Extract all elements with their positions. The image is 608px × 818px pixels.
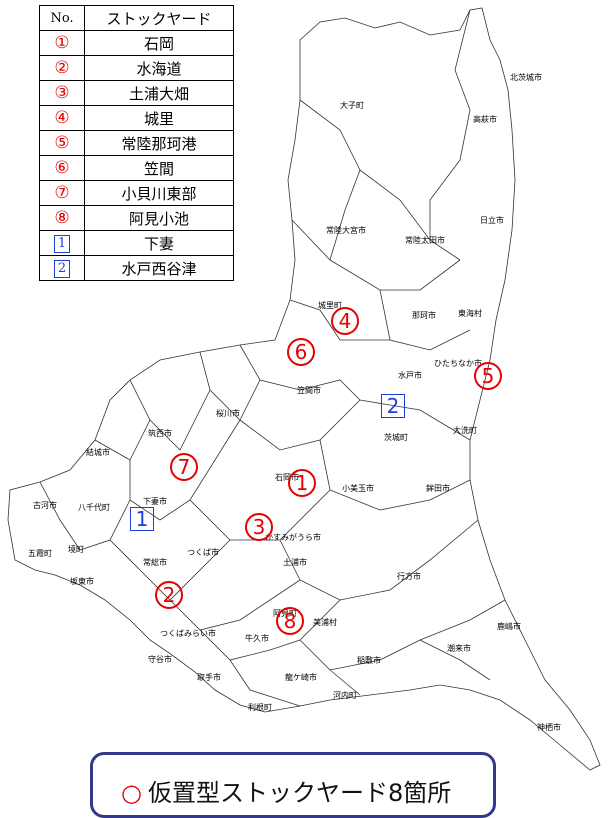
legend-row: ⑥ 笠間: [39, 155, 234, 181]
city-label: 八千代町: [78, 503, 110, 512]
marker-sq-1-shimotsuma: 1: [130, 507, 154, 531]
city-label: 茨城町: [384, 433, 408, 442]
city-label: 神栖市: [537, 723, 561, 732]
city-label: 石岡市: [275, 473, 299, 482]
city-label: つくばみらい市: [160, 629, 216, 638]
city-label: かすみがうら市: [265, 533, 321, 542]
city-label: 境町: [68, 545, 84, 554]
marker-3-tsuchiura-ohata: 3: [245, 513, 273, 541]
legend-row-no: ③: [54, 83, 70, 103]
marker-7-kokaigawa-east: 7: [170, 453, 198, 481]
city-label: 常陸太田市: [405, 236, 445, 245]
legend-row-no: ⑤: [54, 133, 70, 153]
city-label: 日立市: [480, 216, 504, 225]
notice-circle-icon: ○: [121, 779, 142, 807]
city-label: 常陸大宮市: [326, 226, 366, 235]
legend-row: ① 石岡: [39, 30, 234, 56]
legend-row-no: ⑥: [54, 158, 70, 178]
city-label: 五霞町: [28, 549, 52, 558]
legend-row: ⑦ 小貝川東部: [39, 180, 234, 206]
legend-row-name: 小貝川東部: [84, 180, 234, 206]
marker-2-mitsukaido: 2: [155, 581, 183, 609]
city-label: 稲敷市: [357, 656, 381, 665]
city-label: つくば市: [187, 548, 219, 557]
legend-row-name: 笠間: [84, 155, 234, 181]
city-label: 美浦村: [313, 618, 337, 627]
city-label: 小美玉市: [342, 484, 374, 493]
legend-row-name: 常陸那珂港: [84, 130, 234, 156]
city-label: 東海村: [458, 309, 482, 318]
legend-row-no: ④: [54, 108, 70, 128]
legend-row-no: 2: [54, 260, 70, 278]
legend-row: ⑤ 常陸那珂港: [39, 130, 234, 156]
legend-row: ④ 城里: [39, 105, 234, 131]
legend-row-name: 水海道: [84, 55, 234, 81]
legend-row-name: 水戸西谷津: [84, 255, 234, 281]
legend-row: 1 下妻: [39, 230, 234, 256]
legend-row-no: ⑧: [54, 208, 70, 228]
city-label: 水戸市: [398, 371, 422, 380]
legend-row-no: ①: [54, 33, 70, 53]
legend-header-row: No. ストックヤード: [39, 5, 234, 31]
city-label: 大子町: [340, 101, 364, 110]
city-label: 潮来市: [447, 644, 471, 653]
city-label: ひたちなか市: [434, 359, 482, 368]
city-label: 高萩市: [473, 115, 497, 124]
legend-header-name: ストックヤード: [84, 5, 234, 31]
city-label: 守谷市: [148, 655, 172, 664]
legend-header-no: No.: [39, 5, 85, 31]
city-label: 桜川市: [216, 409, 240, 418]
legend-row-no: 1: [54, 235, 70, 253]
city-label: 常総市: [143, 558, 167, 567]
marker-4-shirosato: 4: [331, 307, 359, 335]
marker-6-kasama: 6: [287, 338, 315, 366]
stockyard-count-notice: ○仮置型ストックヤード8箇所: [90, 752, 496, 818]
legend-row: ② 水海道: [39, 55, 234, 81]
city-label: 那珂市: [412, 311, 436, 320]
city-label: 行方市: [397, 572, 421, 581]
city-label: 牛久市: [245, 634, 269, 643]
legend-row-name: 石岡: [84, 30, 234, 56]
city-label: 古河市: [33, 501, 57, 510]
city-label: 城里町: [318, 301, 342, 310]
city-label: 大洗町: [453, 426, 477, 435]
city-label: 坂東市: [70, 577, 94, 586]
city-label: 土浦市: [283, 558, 307, 567]
city-label: 河内町: [333, 691, 357, 700]
legend-row-name: 下妻: [84, 230, 234, 256]
legend-row-name: 阿見小池: [84, 205, 234, 231]
ibaraki-map: [7, 7, 601, 771]
legend-row-no: ⑦: [54, 183, 70, 203]
city-label: 利根町: [248, 703, 272, 712]
marker-sq-2-mito-nishiyatsu: 2: [381, 394, 405, 418]
legend-row-no: ②: [54, 58, 70, 78]
city-label: 鉾田市: [426, 484, 450, 493]
legend-row: ⑧ 阿見小池: [39, 205, 234, 231]
city-label: 下妻市: [143, 497, 167, 506]
legend-row-name: 土浦大畑: [84, 80, 234, 106]
city-label: 北茨城市: [510, 73, 542, 82]
notice-text: 仮置型ストックヤード8箇所: [147, 779, 452, 807]
legend-row-name: 城里: [84, 105, 234, 131]
notice-text-line: ○仮置型ストックヤード8箇所: [121, 773, 451, 808]
marker-1-ishioka: 1: [288, 469, 316, 497]
legend-row: 2 水戸西谷津: [39, 255, 234, 281]
city-label: 鹿嶋市: [497, 622, 521, 631]
city-label: 結城市: [86, 448, 110, 457]
legend-row: ③ 土浦大畑: [39, 80, 234, 106]
city-label: 笠間市: [297, 386, 321, 395]
city-label: 龍ケ崎市: [285, 673, 317, 682]
city-label: 筑西市: [148, 429, 172, 438]
city-label: 取手市: [197, 673, 221, 682]
marker-5-hitachinaka-port: 5: [474, 362, 502, 390]
marker-8-ami-koike: 8: [276, 607, 304, 635]
